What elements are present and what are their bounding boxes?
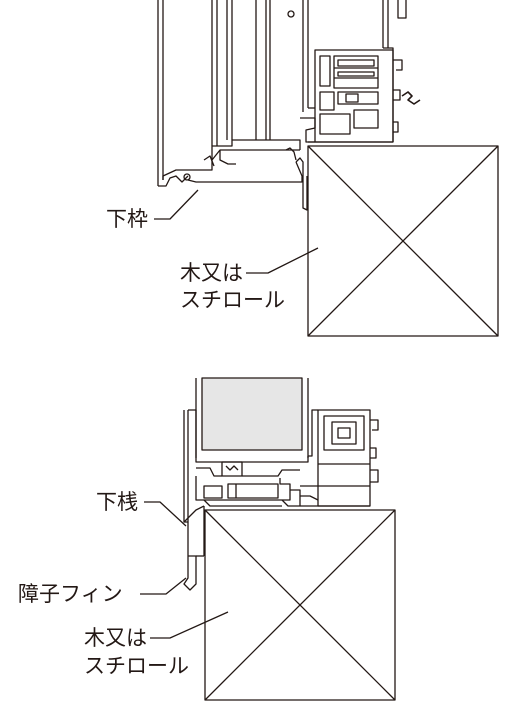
label-bottom-rail: 下桟 — [96, 490, 138, 514]
label-support-bottom-line2: スチロール — [84, 654, 189, 678]
leader-support-bottom — [150, 611, 229, 639]
frame-multi-chamber-profile — [300, 47, 421, 143]
frame-profile-bottom — [300, 409, 379, 507]
support-block-bottom — [204, 509, 396, 701]
label-bottom-frame: 下枠 — [106, 207, 148, 231]
leader-support-top — [246, 247, 319, 274]
label-support-bottom-line1: 木又は — [84, 626, 147, 650]
leader-fin — [140, 577, 187, 595]
leader-bottom-rail — [144, 501, 187, 527]
support-block-top — [307, 145, 499, 337]
sash-profile — [183, 409, 318, 591]
leader-bottom-frame — [154, 189, 199, 220]
sash-fin — [183, 522, 197, 591]
label-support-top-line1: 木又は — [180, 261, 243, 285]
glass-pane — [195, 377, 309, 458]
label-fin: 障子フィン — [18, 582, 123, 606]
frame-profile-top — [157, 0, 407, 211]
label-support-top-line2: スチロール — [180, 288, 285, 312]
